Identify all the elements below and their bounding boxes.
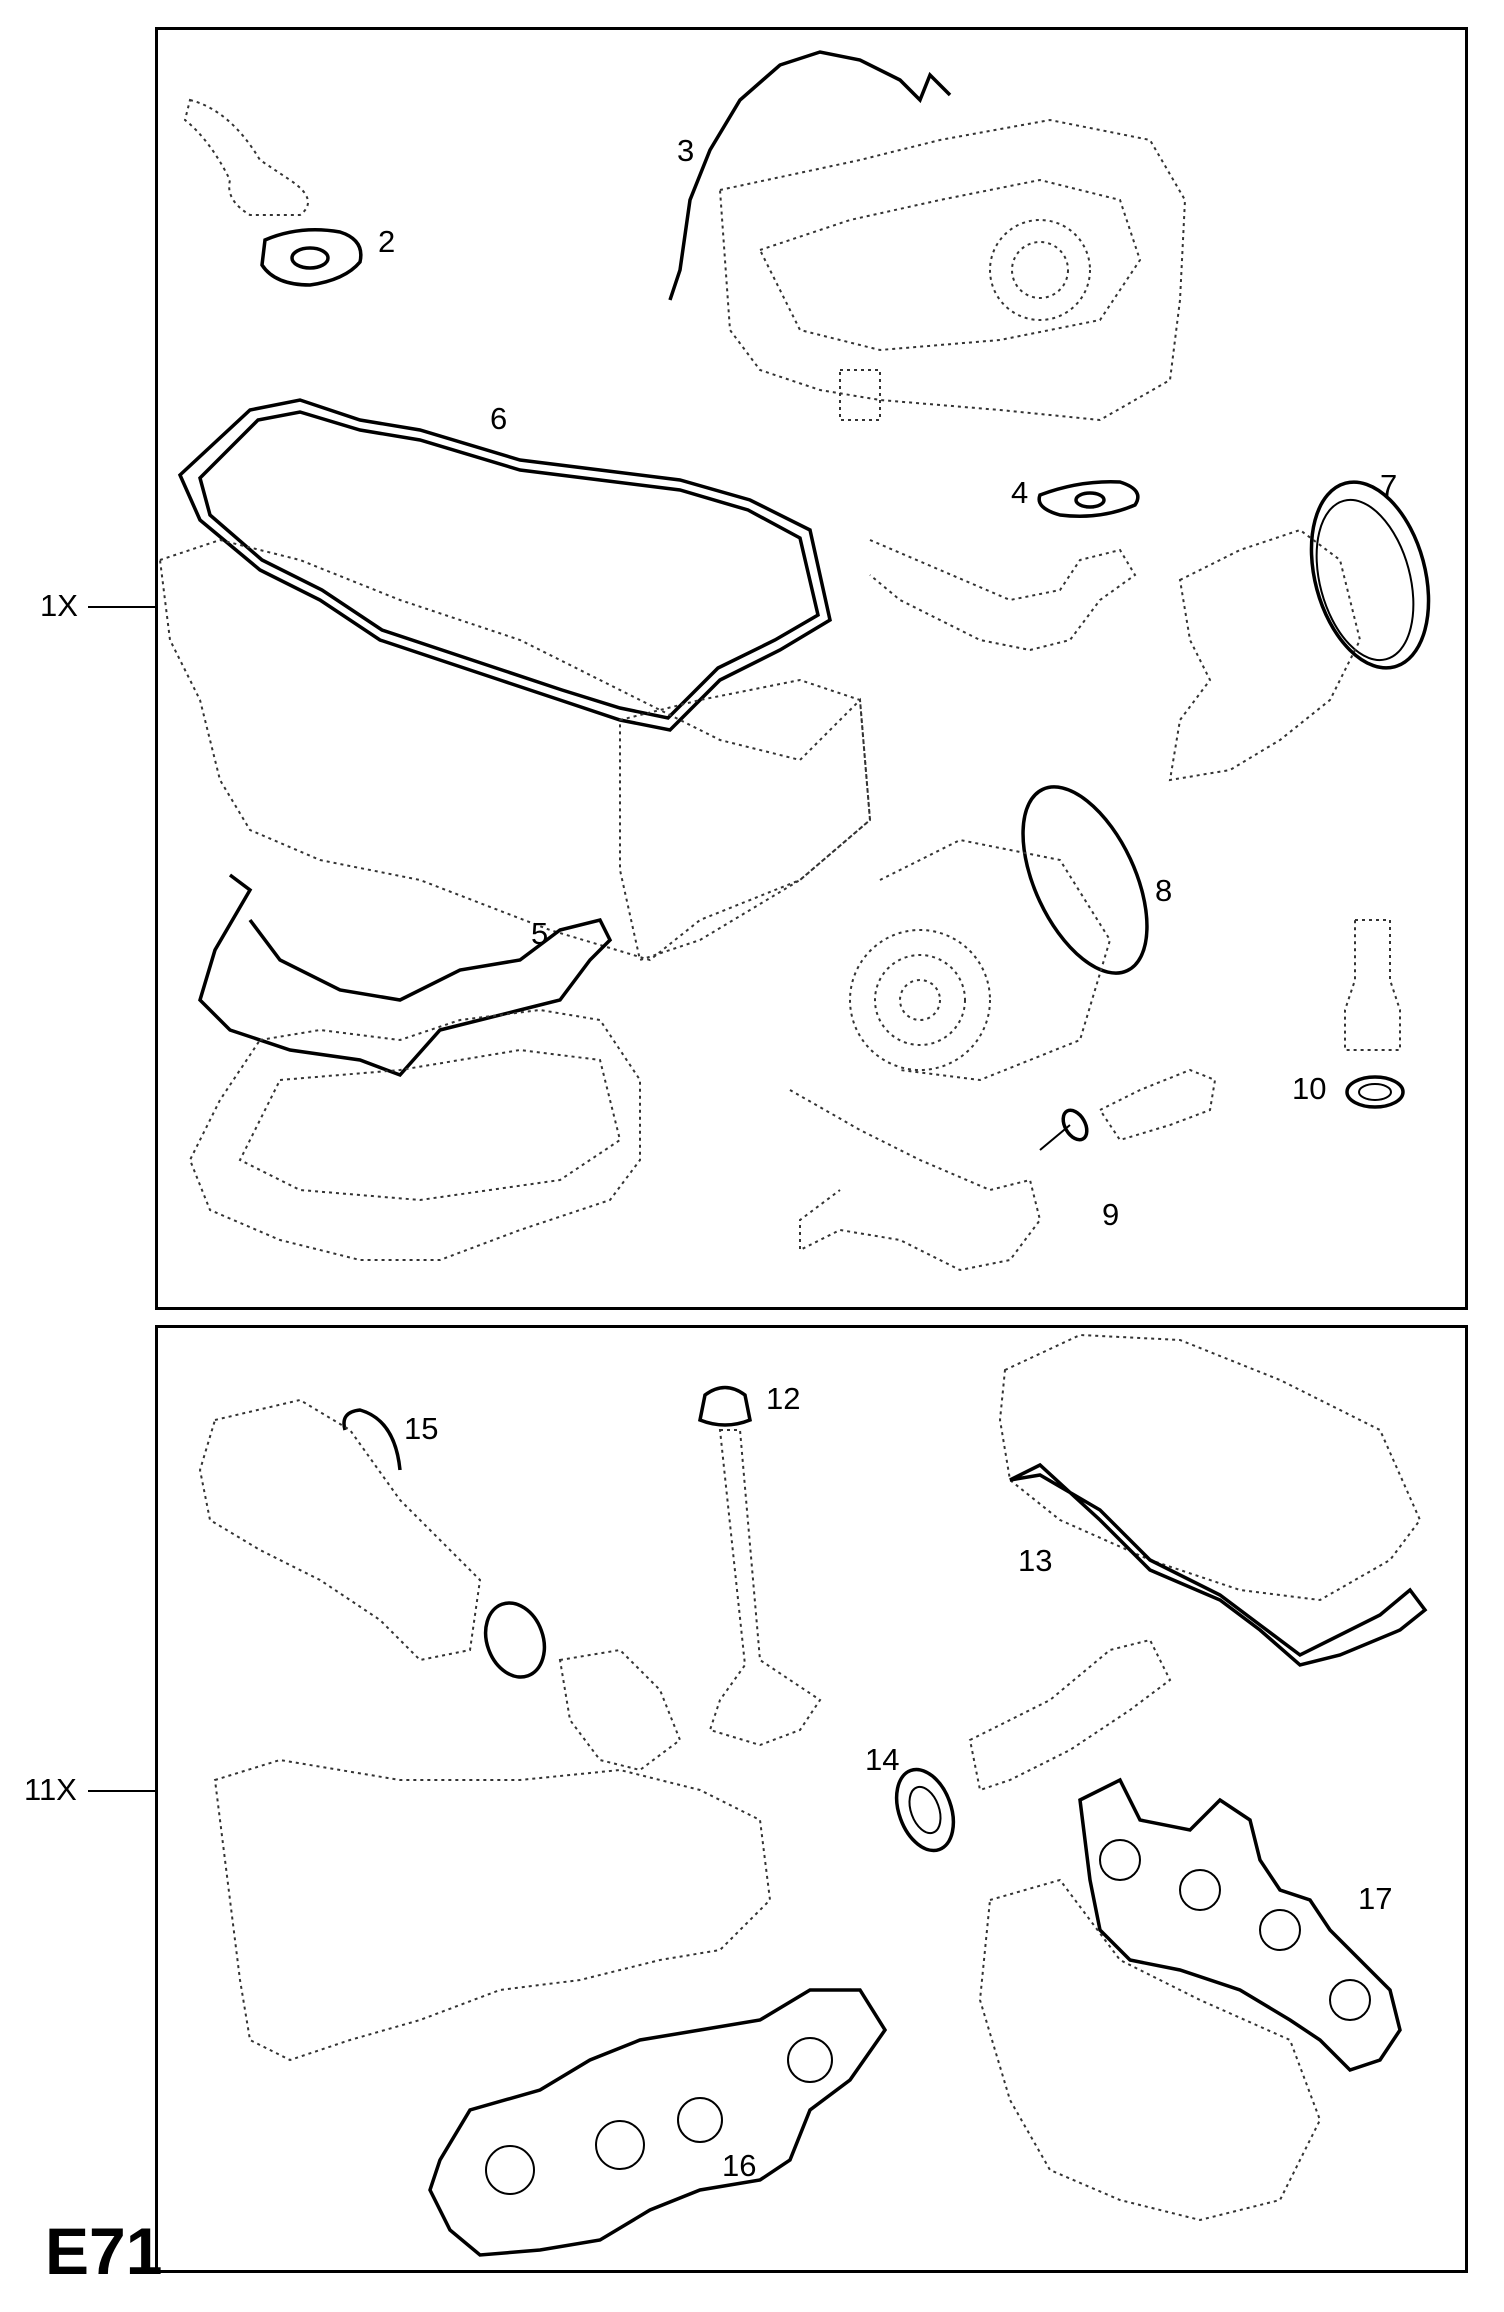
part-14-camshaft-seal bbox=[894, 1638, 1172, 1853]
part-2-flange-gasket bbox=[183, 98, 363, 287]
part-15-thermostat-ring bbox=[198, 1398, 682, 1772]
part-16-intake-gasket bbox=[213, 1758, 888, 2257]
part-4-pickup-gasket bbox=[869, 480, 1140, 652]
callout-10: 10 bbox=[1292, 1071, 1327, 1106]
part-12-valve-stem-seal bbox=[697, 1385, 822, 1747]
callout-3: 3 bbox=[677, 133, 695, 168]
group-label-1x: 1X bbox=[40, 588, 78, 623]
part-8-water-pump-seal bbox=[849, 785, 1149, 1082]
part-7-crank-seal bbox=[1168, 480, 1431, 782]
part-3-front-cover bbox=[668, 50, 1187, 422]
callout-2: 2 bbox=[378, 224, 396, 259]
callout-4: 4 bbox=[1011, 475, 1029, 510]
callout-8: 8 bbox=[1155, 873, 1173, 908]
group-leader-1x bbox=[88, 606, 155, 608]
part-17-exhaust-gasket bbox=[978, 1777, 1402, 2222]
callout-16: 16 bbox=[722, 2148, 757, 2183]
callout-9: 9 bbox=[1102, 1197, 1120, 1232]
group-label-11x: 11X bbox=[24, 1772, 77, 1807]
part-13-cam-cover-gasket bbox=[998, 1333, 1428, 1667]
group-leader-11x bbox=[88, 1790, 155, 1792]
callout-7: 7 bbox=[1380, 468, 1398, 503]
part-9-sensor-washer bbox=[789, 1068, 1217, 1272]
part-10-drain-washer bbox=[1344, 919, 1405, 1109]
callout-17: 17 bbox=[1358, 1881, 1393, 1916]
callout-6: 6 bbox=[490, 401, 508, 436]
callout-5: 5 bbox=[531, 916, 549, 951]
callout-15: 15 bbox=[404, 1411, 439, 1446]
callout-13: 13 bbox=[1018, 1543, 1053, 1578]
page-code: E71 bbox=[45, 2214, 163, 2288]
part-6-sump-gasket bbox=[158, 398, 872, 962]
part-5-lower-sump-gasket bbox=[188, 873, 641, 1261]
kit-11x-panel bbox=[155, 1325, 1468, 2273]
callout-12: 12 bbox=[766, 1381, 801, 1416]
callout-14: 14 bbox=[865, 1742, 900, 1777]
kit-1x-panel bbox=[155, 27, 1468, 1310]
